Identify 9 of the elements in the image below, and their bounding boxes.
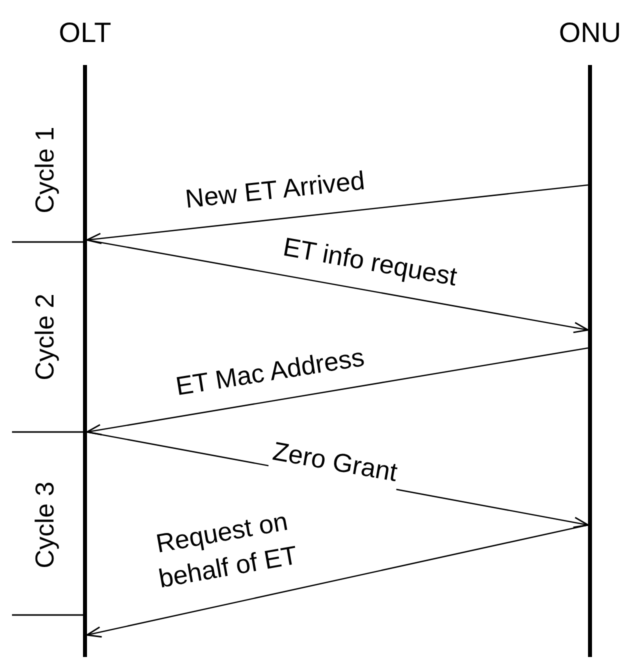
message-arrow <box>86 239 589 334</box>
lifeline-label: ONU <box>558 17 621 49</box>
cycle-label: Cycle 2 <box>30 294 60 380</box>
message-arrow <box>86 347 588 436</box>
cycle-label: Cycle 3 <box>30 482 60 568</box>
message-arrow <box>86 184 588 244</box>
lifeline-label: OLT <box>58 17 112 49</box>
message-arrow <box>86 524 588 638</box>
cycle-label: Cycle 1 <box>30 126 60 214</box>
